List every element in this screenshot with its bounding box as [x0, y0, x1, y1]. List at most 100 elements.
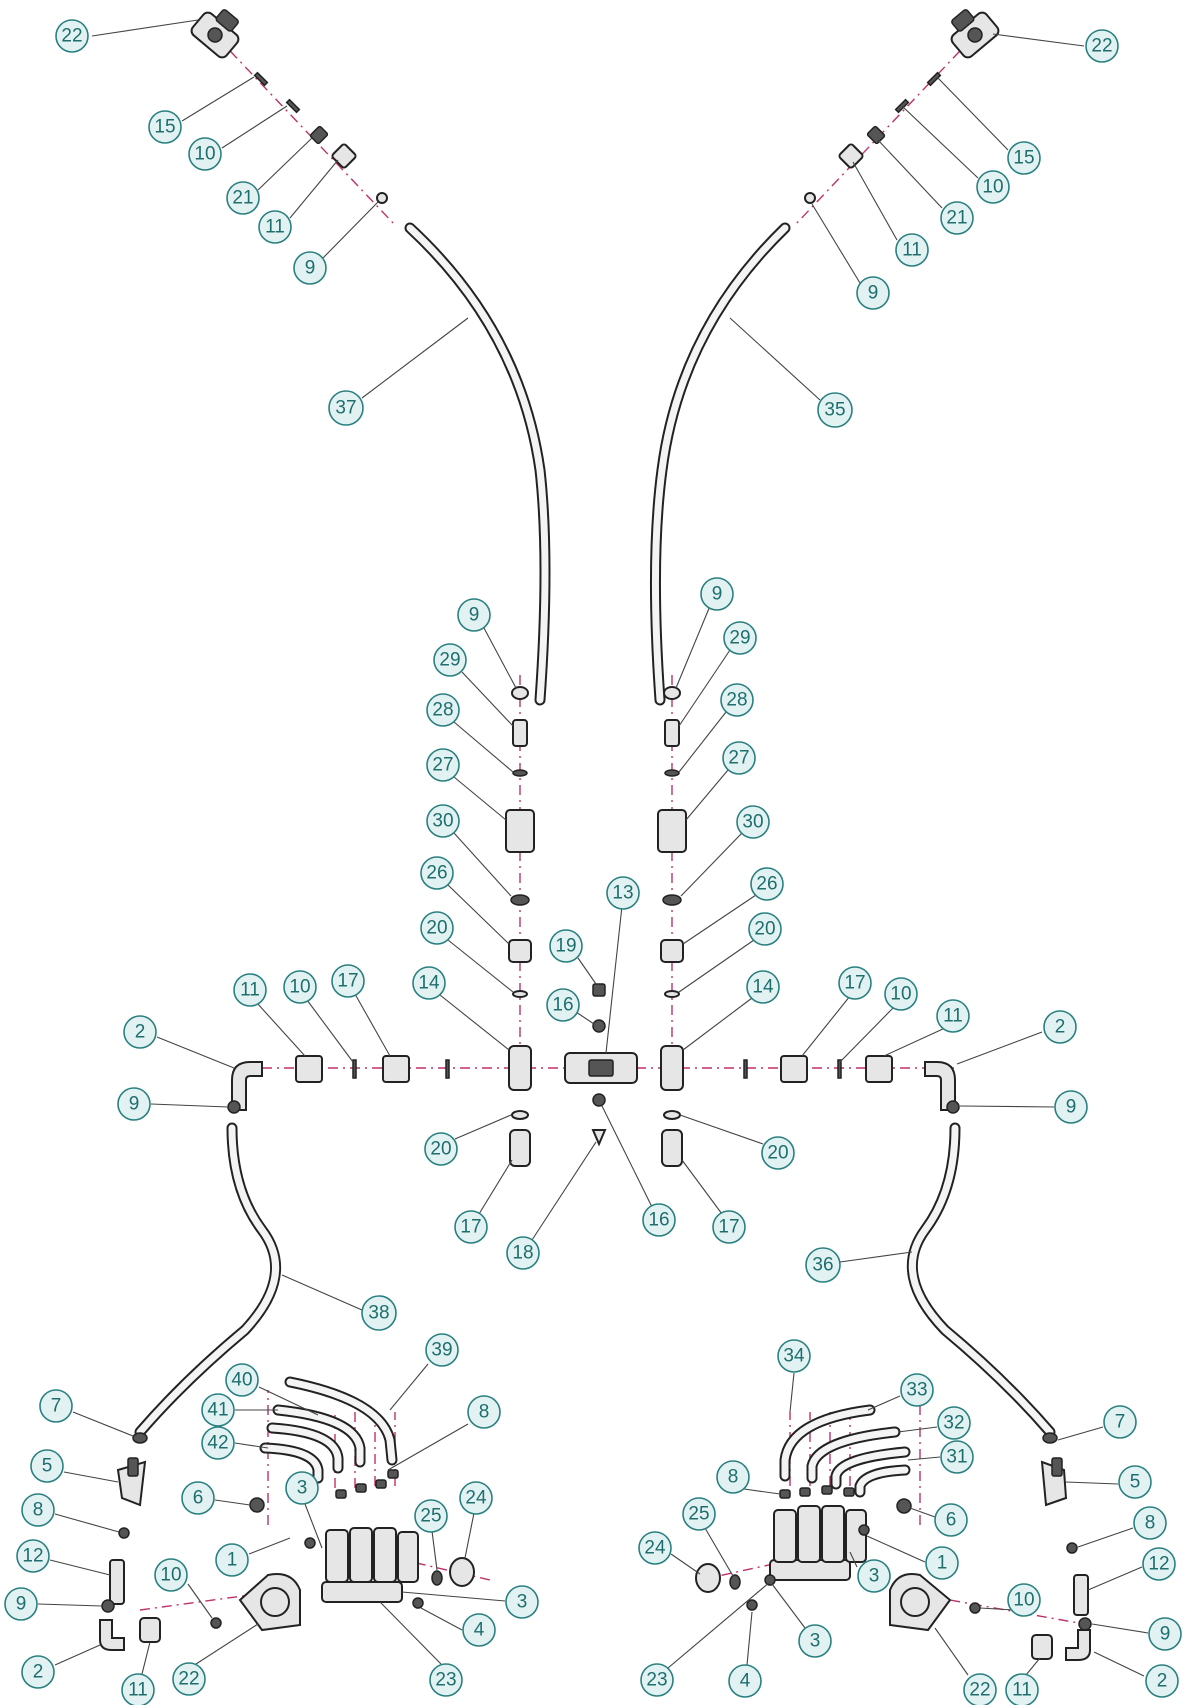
- callout-10: 10: [979, 1583, 1041, 1617]
- callout-25: 25: [682, 1497, 734, 1577]
- callout-27: 27: [685, 741, 756, 821]
- svg-text:9: 9: [1160, 1624, 1171, 1645]
- svg-text:28: 28: [432, 700, 453, 721]
- svg-text:22: 22: [178, 1669, 199, 1690]
- callout-18: 18: [506, 1141, 597, 1270]
- callout-10: 10: [154, 1558, 213, 1619]
- callout-35: 35: [729, 317, 853, 428]
- callout-39: 39: [389, 1333, 459, 1411]
- callout-28: 28: [426, 693, 514, 773]
- svg-text:30: 30: [742, 812, 763, 833]
- callout-9: 9: [675, 577, 734, 689]
- callout-38: 38: [281, 1274, 397, 1331]
- svg-text:20: 20: [767, 1143, 788, 1164]
- callout-42: 42: [201, 1426, 269, 1460]
- callout-9: 9: [1091, 1617, 1182, 1651]
- svg-text:17: 17: [460, 1217, 481, 1238]
- svg-text:32: 32: [943, 1413, 964, 1434]
- callout-21: 21: [877, 139, 974, 235]
- pump-22-right: [889, 1573, 952, 1632]
- callout-17: 17: [801, 966, 872, 1057]
- svg-text:18: 18: [512, 1243, 533, 1264]
- svg-text:17: 17: [337, 971, 358, 992]
- callout-6: 6: [181, 1481, 251, 1515]
- svg-text:6: 6: [193, 1488, 204, 1509]
- callout-20: 20: [420, 911, 514, 993]
- callout-8: 8: [1077, 1506, 1167, 1548]
- callout-8: 8: [387, 1395, 501, 1471]
- callout-9: 9: [4, 1587, 103, 1621]
- svg-text:41: 41: [207, 1400, 228, 1421]
- svg-text:3: 3: [810, 1631, 821, 1652]
- callout-22: 22: [55, 19, 199, 53]
- callout-3: 3: [849, 1551, 891, 1593]
- svg-text:11: 11: [1012, 1680, 1032, 1701]
- svg-text:8: 8: [728, 1467, 739, 1488]
- svg-text:27: 27: [432, 755, 453, 776]
- callout-20: 20: [678, 912, 782, 993]
- center-manifold: [564, 983, 638, 1147]
- svg-text:3: 3: [869, 1566, 880, 1587]
- svg-text:8: 8: [33, 1500, 44, 1521]
- callout-24: 24: [459, 1481, 493, 1559]
- svg-text:11: 11: [240, 980, 260, 1001]
- svg-text:8: 8: [479, 1402, 490, 1423]
- callout-15: 15: [148, 76, 255, 144]
- svg-text:5: 5: [42, 1456, 53, 1477]
- svg-text:22: 22: [61, 26, 82, 47]
- svg-text:38: 38: [368, 1303, 389, 1324]
- callout-41: 41: [201, 1393, 278, 1427]
- svg-text:9: 9: [1066, 1097, 1077, 1118]
- callout-2: 2: [123, 1015, 235, 1069]
- callout-22: 22: [992, 29, 1119, 63]
- svg-text:17: 17: [844, 973, 865, 994]
- callout-15: 15: [936, 76, 1041, 175]
- svg-text:23: 23: [435, 1670, 456, 1691]
- callout-10: 10: [901, 105, 1010, 204]
- callout-2: 2: [1093, 1651, 1179, 1698]
- callout-16: 16: [546, 988, 595, 1025]
- svg-text:40: 40: [231, 1370, 252, 1391]
- svg-text:9: 9: [469, 605, 480, 626]
- svg-text:42: 42: [207, 1433, 228, 1454]
- callout-11: 11: [233, 973, 306, 1057]
- callout-4: 4: [728, 1611, 762, 1698]
- callout-8: 8: [21, 1493, 120, 1533]
- svg-text:39: 39: [431, 1340, 452, 1361]
- svg-text:29: 29: [439, 650, 460, 671]
- hoses-39-42: [259, 1376, 398, 1484]
- callout-23: 23: [379, 1601, 463, 1697]
- svg-text:24: 24: [644, 1538, 666, 1559]
- callout-20: 20: [424, 1114, 512, 1166]
- svg-text:4: 4: [740, 1671, 751, 1692]
- svg-text:26: 26: [756, 874, 777, 895]
- callout-1: 1: [866, 1535, 959, 1580]
- callout-30: 30: [426, 804, 512, 897]
- callout-11: 11: [121, 1641, 155, 1705]
- svg-text:33: 33: [906, 1380, 927, 1401]
- callout-16: 16: [601, 1105, 676, 1237]
- callout-2: 2: [21, 1644, 101, 1689]
- horizontal-left-group: [227, 1055, 450, 1114]
- svg-text:14: 14: [752, 977, 774, 998]
- center-right-stack: [657, 686, 687, 1167]
- svg-text:7: 7: [51, 1396, 62, 1417]
- svg-text:10: 10: [890, 984, 911, 1005]
- svg-text:10: 10: [982, 177, 1003, 198]
- callout-11: 11: [1005, 1657, 1041, 1705]
- svg-text:15: 15: [1013, 148, 1034, 169]
- hose-36: [906, 1122, 1056, 1438]
- svg-text:23: 23: [646, 1670, 667, 1691]
- callout-9: 9: [117, 1087, 229, 1121]
- svg-text:19: 19: [555, 936, 576, 957]
- callout-19: 19: [549, 929, 597, 985]
- svg-text:11: 11: [265, 217, 285, 238]
- top-left-nozzle-group: [190, 9, 388, 204]
- callout-5: 5: [30, 1449, 119, 1483]
- svg-text:2: 2: [33, 1662, 44, 1683]
- callout-14: 14: [682, 970, 780, 1051]
- svg-text:35: 35: [824, 400, 845, 421]
- callout-10: 10: [839, 977, 918, 1063]
- svg-text:4: 4: [474, 1620, 485, 1641]
